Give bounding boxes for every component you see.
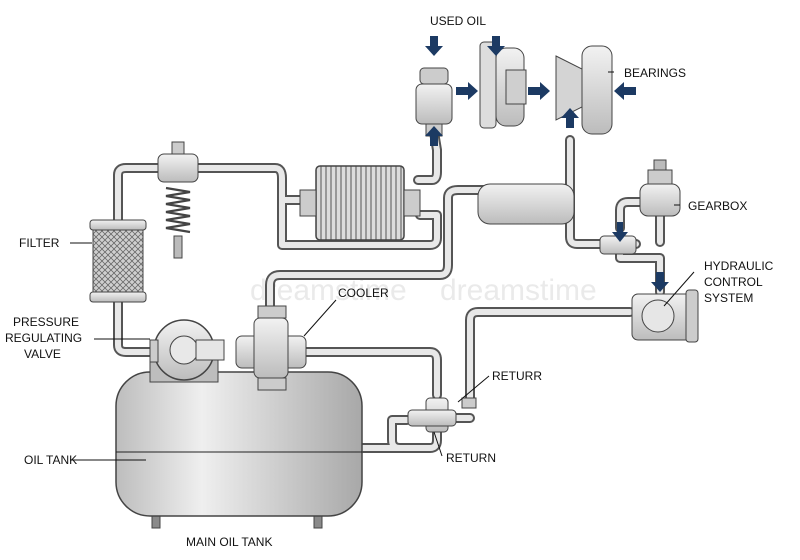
bearings — [555, 45, 613, 135]
arrow-up-icon — [425, 126, 443, 146]
return-cylinder — [477, 183, 575, 225]
arrow-right-icon — [456, 82, 478, 100]
filter — [89, 219, 147, 303]
heat-exchanger — [299, 165, 421, 241]
arrow-down-icon — [425, 36, 443, 56]
spring-relief-valve — [157, 141, 199, 259]
hydraulic-control-unit — [631, 289, 699, 343]
cooler-valve — [235, 305, 307, 391]
label-pressure-line3: VALVE — [24, 347, 61, 361]
label-hydraulic-line3: SYSTEM — [704, 291, 753, 305]
label-used-oil: USED OIL — [430, 14, 486, 28]
label-oil-tank: OIL TANK — [24, 453, 77, 467]
label-pressure-line1: PRESSURE — [13, 315, 79, 329]
arrow-down-icon — [487, 36, 505, 56]
used-oil-filter — [415, 67, 453, 137]
pressure-regulating-valve — [149, 319, 225, 383]
label-main-oil-tank: MAIN OIL TANK — [186, 535, 272, 549]
flow-arrows — [425, 36, 669, 292]
label-pressure-line2: REGULATING — [5, 331, 82, 345]
bearing-housing — [479, 41, 527, 129]
label-returr: RETURR — [492, 369, 542, 383]
label-return: RETURN — [446, 451, 496, 465]
arrow-up-icon — [561, 108, 579, 128]
labels: USED OIL BEARINGS GEARBOX HYDRAULIC CONT… — [5, 14, 774, 549]
label-hydraulic-line2: CONTROL — [704, 275, 763, 289]
arrow-right-icon — [528, 82, 550, 100]
pipe-network — [113, 127, 665, 453]
label-hydraulic-line1: HYDRAULIC — [704, 259, 774, 273]
label-filter: FILTER — [19, 236, 60, 250]
label-cooler: COOLER — [338, 286, 389, 300]
arrow-down-icon — [612, 222, 628, 242]
watermark-text-2: dreamstime — [440, 274, 597, 307]
main-oil-tank — [115, 371, 363, 529]
arrow-down-icon — [651, 272, 669, 292]
arrow-left-icon — [614, 82, 636, 100]
gearbox — [599, 159, 681, 255]
label-gearbox: GEARBOX — [688, 199, 747, 213]
label-bearings: BEARINGS — [624, 66, 686, 80]
leader-lines — [70, 71, 695, 461]
return-tee — [407, 397, 477, 433]
